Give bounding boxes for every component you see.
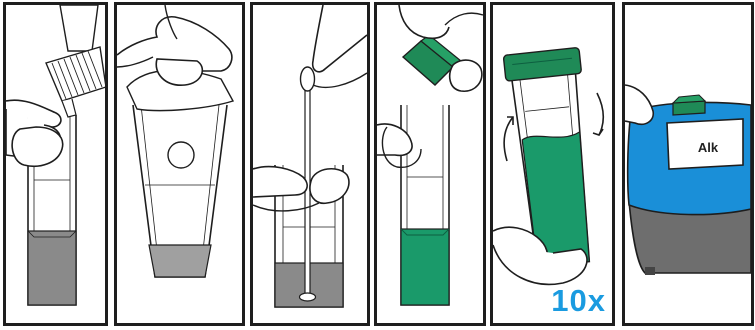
step-4-panel [374,2,486,326]
step-5-panel: 10x [490,2,615,326]
wipe-vial-icon [117,5,235,278]
step-6-panel: Alk [622,2,754,326]
step-3-panel [250,2,370,326]
insert-meter-icon [625,84,751,275]
stir-rod-vial-icon [253,5,367,308]
cap-vial-icon [377,5,483,306]
step-2-panel [114,2,245,326]
meter-display-label: Alk [697,140,719,155]
dropper-fill-vial-icon [6,5,105,306]
repeat-count-label: 10x [551,283,606,318]
step-1-panel [3,2,108,326]
invert-vial-icon [493,47,605,286]
